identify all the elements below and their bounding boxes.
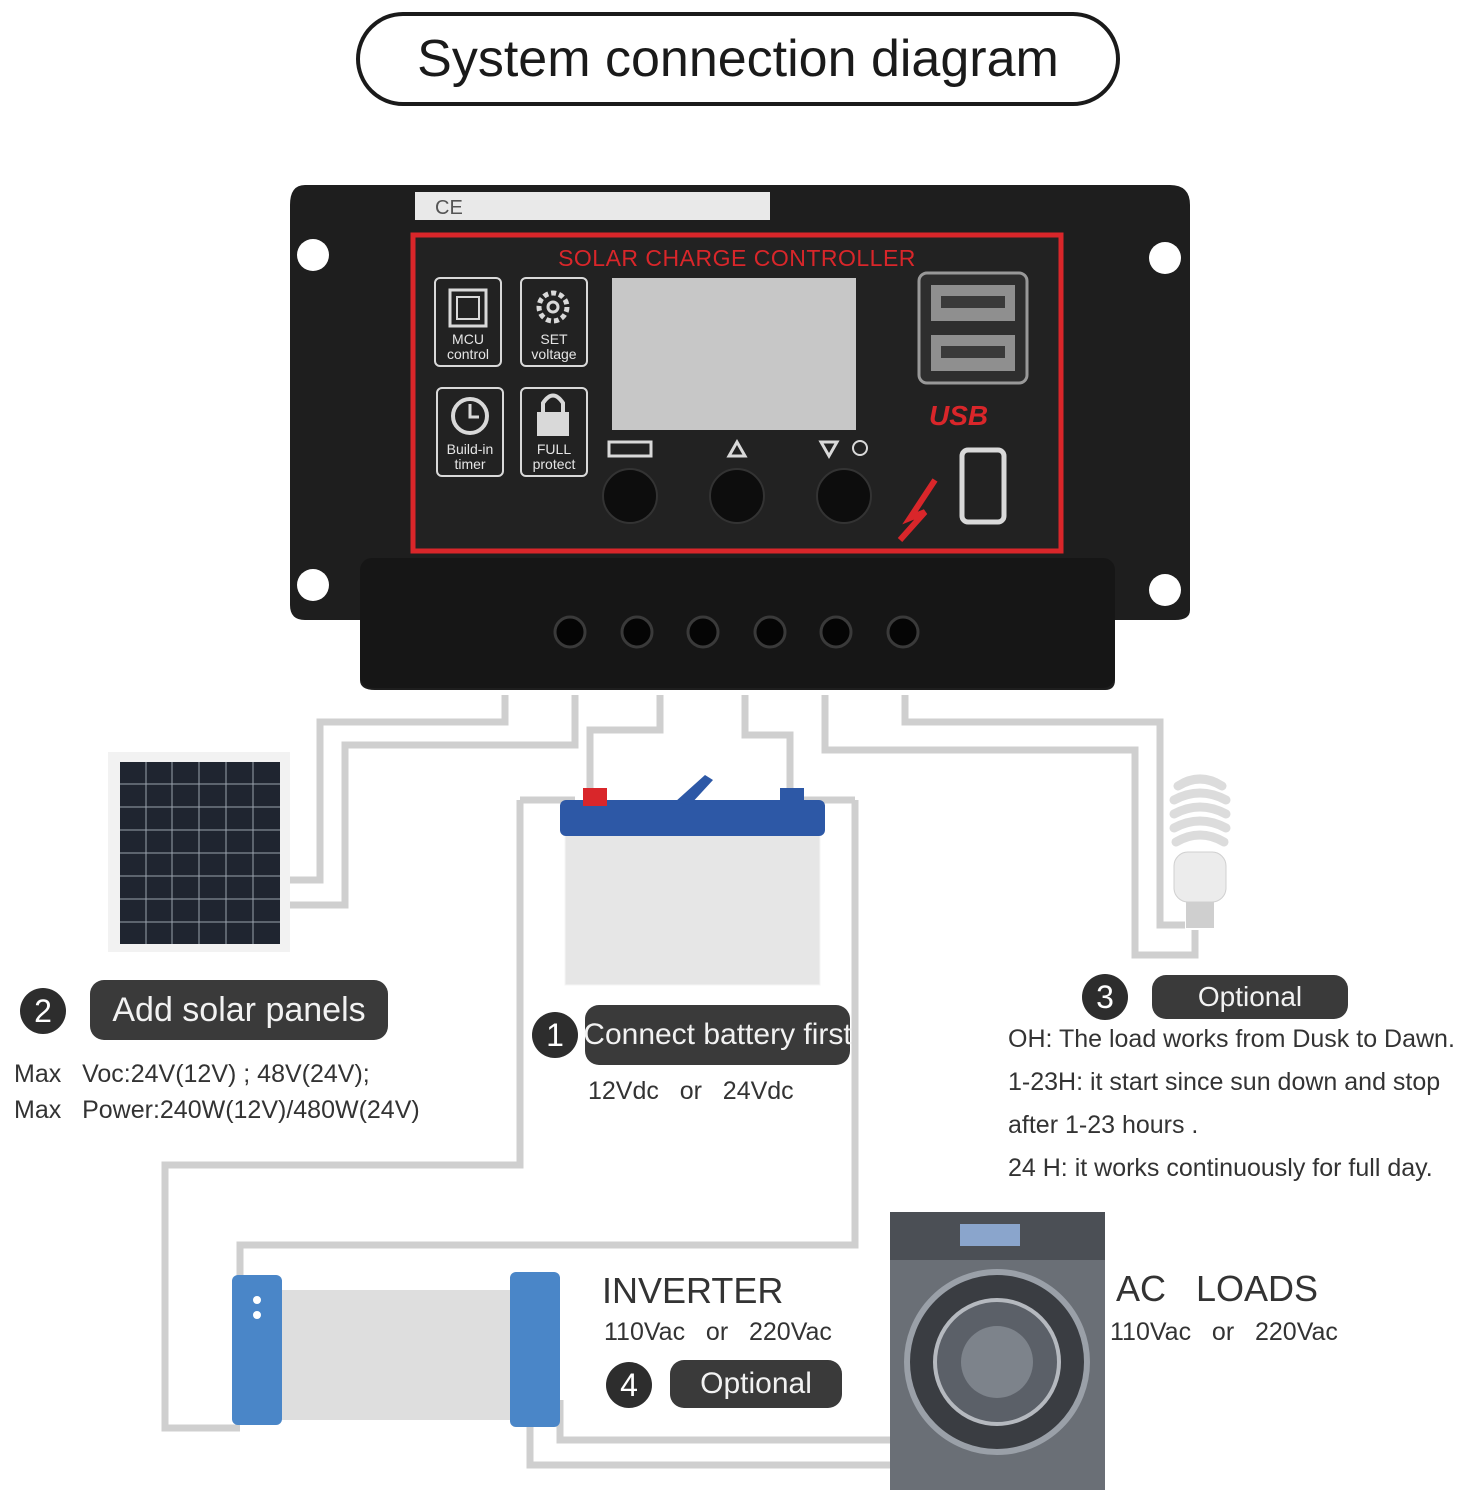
inverter-left-cap — [232, 1275, 282, 1425]
clock-icon — [451, 397, 489, 435]
feature-mcu-line1: MCU — [452, 331, 484, 347]
load-timer-description: OH: The load works from Dusk to Dawn. 1-… — [1008, 1018, 1473, 1190]
solar-spec-line1: Max Voc:24V(12V) ; 48V(24V); — [14, 1060, 370, 1089]
step-4-number: 4 — [620, 1366, 638, 1403]
inverter-unit — [232, 1272, 560, 1427]
ac-loads-spec: 110Vac or 220Vac — [1110, 1318, 1338, 1346]
step-3-label: Optional — [1152, 975, 1348, 1019]
load-wire-1 — [821, 695, 1199, 959]
mount-hole-bottom-left — [297, 569, 329, 601]
ac-loads-title: AC LOADS — [1116, 1268, 1319, 1309]
solar-spec-power: Power:240W(12V)/480W(24V) — [82, 1096, 420, 1124]
menu-icon — [607, 440, 653, 458]
load-wire-2 — [901, 695, 1185, 929]
mount-hole-bottom-right — [1149, 574, 1181, 606]
battery-handle — [675, 775, 713, 805]
light-icon — [852, 440, 868, 456]
svg-text:CE: CE — [435, 197, 463, 219]
solar-spec-voc: Voc:24V(12V) ; 48V(24V); — [82, 1060, 370, 1088]
down-arrow-icon — [818, 440, 840, 460]
battery — [560, 775, 825, 986]
feature-label-set: SET voltage — [521, 332, 587, 362]
ac-wire-1 — [526, 1400, 890, 1469]
step-4-badge: 4 — [606, 1362, 652, 1408]
lightning-icon — [897, 478, 938, 542]
controller-brand-text: SOLAR CHARGE CONTROLLER — [558, 245, 916, 271]
terminal-screw-3 — [686, 615, 720, 649]
step-1-number: 1 — [546, 1016, 564, 1053]
inverter-wire-1 — [161, 800, 524, 1432]
load-mode-0h: OH: The load works from Dusk to Dawn. — [1008, 1025, 1455, 1053]
step-3-number: 3 — [1096, 978, 1114, 1015]
terminal-screw-2 — [620, 615, 654, 649]
feature-box-timer — [436, 387, 504, 477]
lcd-screen — [612, 278, 856, 430]
step-2-number: 2 — [34, 992, 52, 1029]
step-4-label: Optional — [670, 1360, 842, 1408]
feature-label-timer: Build-in timer — [437, 442, 503, 472]
solar-charge-controller: CE — [290, 185, 1190, 690]
feature-timer-line1: Build-in — [446, 441, 494, 457]
solar-spec-line1-prefix: Max — [14, 1060, 62, 1088]
terminal-block — [360, 558, 1115, 688]
washing-machine — [890, 1212, 1105, 1490]
battery-wire-positive — [586, 695, 664, 790]
step-3-badge: 3 — [1082, 974, 1128, 1020]
load-mode-24h: 24 H: it works continuously for full day… — [1008, 1154, 1433, 1182]
mount-hole-top-left — [297, 239, 329, 271]
feature-box-set — [520, 277, 588, 367]
step-1-label: Connect battery first — [583, 1005, 852, 1065]
terminal-screw-5 — [819, 615, 853, 649]
gear-icon — [536, 290, 570, 324]
step-2-label: Add solar panels — [90, 980, 388, 1040]
feature-protect-line1: FULL — [536, 441, 572, 457]
feature-mcu-line2: control — [446, 346, 490, 362]
solar-wire-negative — [290, 695, 579, 909]
battery-positive-terminal — [583, 788, 607, 806]
feature-set-line1: SET — [540, 331, 568, 347]
diagram-title-text: System connection diagram — [417, 30, 1059, 88]
chip-icon — [448, 288, 488, 328]
feature-label-protect: FULL protect — [521, 442, 587, 472]
up-arrow-icon — [726, 438, 748, 458]
battery-negative-terminal — [780, 788, 804, 806]
feature-box-mcu — [434, 277, 502, 367]
terminal-screw-4 — [753, 615, 787, 649]
mount-hole-top-right — [1149, 242, 1181, 274]
battery-lid — [560, 800, 825, 836]
load-mode-1-23h-line2: after 1-23 hours . — [1008, 1111, 1199, 1139]
down-button — [816, 468, 872, 524]
up-button — [709, 468, 765, 524]
solar-panel — [108, 752, 290, 952]
solar-spec-line2: Max Power:240W(12V)/480W(24V) — [14, 1096, 420, 1125]
inverter-title: INVERTER — [602, 1270, 784, 1311]
step-2-badge: 2 — [20, 988, 66, 1034]
solar-spec-line2-prefix: Max — [14, 1096, 62, 1124]
diagram-title: System connection diagram — [356, 12, 1120, 106]
phone-icon — [959, 447, 1007, 525]
menu-button — [602, 468, 658, 524]
lock-icon — [541, 393, 565, 412]
ce-label-sticker — [415, 192, 770, 220]
inverter-wire-2 — [236, 800, 859, 1285]
inverter-spec: 110Vac or 220Vac — [604, 1318, 832, 1346]
load-mode-1-23h-line1: 1-23H: it start since sun down and stop — [1008, 1068, 1441, 1096]
feature-set-line2: voltage — [531, 346, 577, 362]
step-1-badge: 1 — [532, 1012, 578, 1058]
terminal-screw-6 — [886, 615, 920, 649]
battery-wire-negative — [741, 695, 794, 790]
usb-label: USB — [929, 400, 989, 431]
feature-timer-line2: timer — [454, 456, 486, 472]
feature-box-protect — [520, 387, 588, 477]
cfl-bulb — [1169, 774, 1231, 928]
solar-wire-positive — [290, 695, 509, 884]
feature-protect-line2: protect — [532, 456, 576, 472]
inverter-right-cap — [510, 1272, 560, 1427]
feature-label-mcu: MCU control — [435, 332, 501, 362]
terminal-screw-1 — [553, 615, 587, 649]
battery-voltage-spec: 12Vdc or 24Vdc — [588, 1077, 794, 1105]
